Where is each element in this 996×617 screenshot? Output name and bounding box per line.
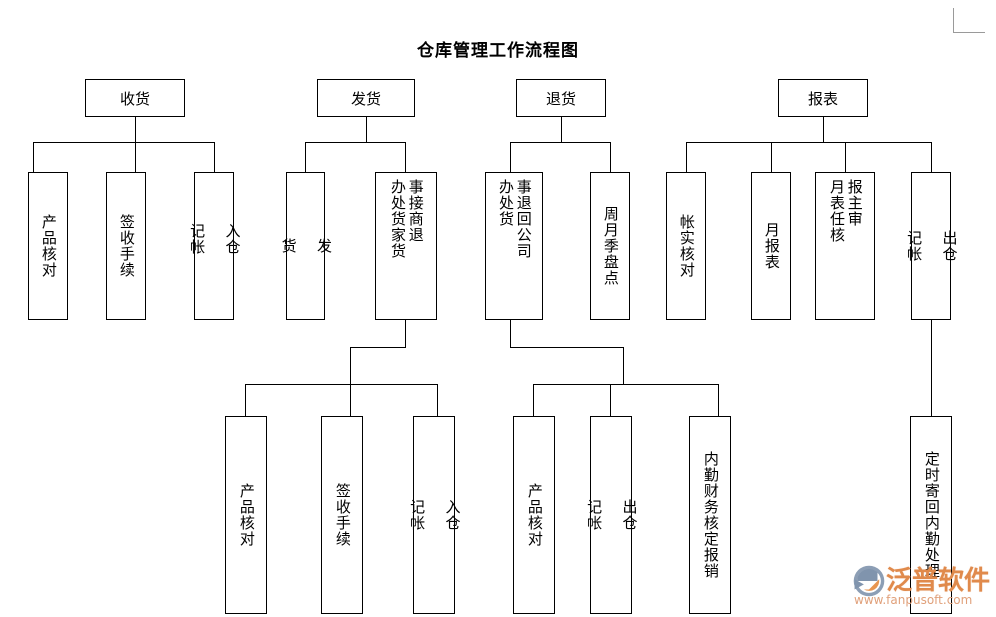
node-return-to-company[interactable]: 事退回公司 办处货 [485,172,543,320]
node-label: 产品核对 [525,483,544,547]
fanpusoft-logo-icon [853,565,885,597]
node-inbound-record-2[interactable]: 入仓 记帐 [408,416,462,614]
node-label: 签收手续 [117,214,136,278]
node-finance-reimbursement[interactable]: 内勤财务核定报销 [689,416,731,614]
node-reports-root[interactable]: 报表 [778,79,868,117]
node-periodic-inventory[interactable]: 周月季盘点 [590,172,630,320]
connector-receiving-drop-1 [33,142,34,172]
node-returns-root[interactable]: 退货 [516,79,606,117]
node-label: 定时寄回内勤处理 [922,451,941,579]
node-product-check-2[interactable]: 产品核对 [225,416,267,614]
node-stock-ledger-check[interactable]: 帐实核对 [666,172,706,320]
node-label: 出仓 记帐 [585,499,639,531]
connector-reports-drop-2 [771,142,772,172]
connector-shipping-drop-2 [405,142,406,172]
node-signing-procedure-2[interactable]: 签收手续 [321,416,363,614]
connector-subB-stem-down [623,347,624,384]
node-label: 产品核对 [237,483,256,547]
connector-receiving-bus [33,142,214,143]
connector-reports-bus [686,142,931,143]
node-label: 内勤财务核定报销 [701,451,720,579]
connector-reports-stem [823,117,824,142]
node-label-part-a: 入仓 记帐 [188,223,242,255]
page-title: 仓库管理工作流程图 [417,41,579,61]
node-label: 签收手续 [333,483,352,547]
node-send-back-to-office[interactable]: 定时寄回内勤处理 [910,416,952,614]
connector-returns-drop-2 [610,142,611,172]
node-label: 发 货 [279,238,334,254]
node-inbound-record-1[interactable]: 入仓 记帐 记帐 [188,172,242,320]
connector-subB-drop-2 [610,384,611,416]
node-shipping-root[interactable]: 发货 [317,79,415,117]
node-label: 月报表 [762,222,781,270]
connector-reports-drop-4 [931,142,932,172]
node-product-check-3[interactable]: 产品核对 [513,416,555,614]
connector-shipping-stem [366,117,367,142]
connector-subB-drop-1 [533,384,534,416]
connector-subA-stem-across [350,347,406,348]
connector-returns-drop-1 [510,142,511,172]
node-outbound-record-2[interactable]: 出仓 记帐 [585,416,639,614]
connector-subB-stem-up [510,320,511,347]
node-product-check-1[interactable]: 产品核对 [28,172,68,320]
node-report-director-review[interactable]: 报主审 月表任核 [815,172,875,320]
node-label-col-left: 月表任核 [828,179,846,243]
connector-shipping-drop-1 [305,142,306,172]
connector-subB-stem-across [510,347,623,348]
node-label: 出仓 记帐 [905,230,959,262]
node-label-col-right: 报主审 [845,179,864,227]
connector-reports-drop-1 [686,142,687,172]
node-label-col-left: 办处货 [497,179,515,227]
connector-subB-bus [533,384,718,385]
connector-subA-stem-down [350,347,351,384]
node-label: 入仓 记帐 [408,499,462,531]
connector-subA-drop-3 [437,384,438,416]
node-label: 产品核对 [39,214,58,278]
node-label: 周月季盘点 [601,206,620,286]
connector-subA-drop-1 [245,384,246,416]
connector-subA-stem-up [405,320,406,347]
connector-returns-stem [561,117,562,142]
node-receiving-root[interactable]: 收货 [85,79,185,117]
page-corner-mark [953,8,985,33]
node-outbound-record-top[interactable]: 出仓 记帐 [905,172,959,320]
connector-shipping-bus [305,142,405,143]
connector-subA-bus [245,384,437,385]
node-label-col-right: 事接商退 [406,179,425,243]
connector-receiving-stem [135,117,136,142]
node-handle-merchant-return[interactable]: 事接商退 办处货家货 [375,172,437,320]
connector-subB-drop-3 [718,384,719,416]
node-signing-procedure-1[interactable]: 签收手续 [106,172,146,320]
connector-returns-bus [510,142,610,143]
connector-subA-drop-2 [350,384,351,416]
node-label: 帐实核对 [677,214,696,278]
node-monthly-report[interactable]: 月报表 [751,172,791,320]
connector-subC-stem [931,320,932,416]
node-ship-goods[interactable]: 发 货 [280,172,333,320]
connector-receiving-drop-3 [214,142,215,172]
node-label-col-left: 办处货家货 [389,179,407,259]
connector-receiving-drop-2 [135,142,136,172]
connector-reports-drop-3 [845,142,846,172]
node-label-col-right: 事退回公司 [514,179,533,259]
